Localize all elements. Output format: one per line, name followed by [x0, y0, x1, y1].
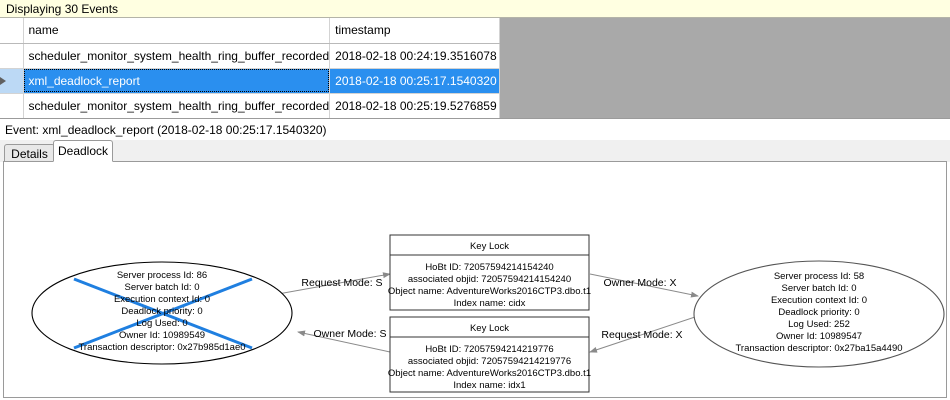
tab-panel-top-mask: [54, 160, 112, 163]
process-right-line-2: Execution context Id: 0: [771, 295, 867, 306]
events-table-header: name timestamp: [0, 18, 501, 44]
row-name-cell[interactable]: scheduler_monitor_system_health_ring_buf…: [23, 93, 331, 118]
edge-label-left-request-top: Request Mode: S: [301, 277, 382, 289]
process-right-line-3: Deadlock priority: 0: [778, 307, 859, 318]
process-left-line-0: Server process Id: 86: [117, 270, 207, 281]
column-header-name[interactable]: name: [23, 18, 331, 44]
table-row-selected[interactable]: xml_deadlock_report 2018-02-18 00:25:17.…: [0, 68, 501, 94]
row-selector-cell[interactable]: [0, 93, 24, 118]
resource-bottom-line-0: HoBt ID: 72057594214219776: [425, 344, 553, 355]
resource-top-title: Key Lock: [470, 241, 509, 252]
deadlock-graph-panel[interactable]: Request Mode: S Owner Mode: S Owner Mode…: [3, 161, 947, 398]
resource-bottom-line-3: Index name: idx1: [453, 380, 525, 391]
process-right-line-4: Log Used: 252: [788, 319, 850, 330]
resource-bottom-line-2: Object name: AdventureWorks2016CTP3.dbo.…: [388, 368, 591, 379]
row-selector-cell[interactable]: [0, 43, 24, 69]
header-row: name timestamp: [0, 18, 501, 44]
row-timestamp-cell[interactable]: 2018-02-18 00:25:17.1540320: [329, 68, 501, 94]
event-detail-header: Event: xml_deadlock_report (2018-02-18 0…: [0, 119, 950, 140]
row-selector-cell[interactable]: [0, 68, 24, 94]
resource-node-bottom[interactable]: Key Lock HoBt ID: 72057594214219776 asso…: [388, 316, 591, 393]
tab-deadlock[interactable]: Deadlock: [53, 140, 113, 162]
resource-bottom-title: Key Lock: [470, 323, 509, 334]
process-right-line-1: Server batch Id: 0: [782, 283, 857, 294]
process-left-line-3: Deadlock priority: 0: [121, 306, 202, 317]
column-header-timestamp[interactable]: timestamp: [329, 18, 501, 44]
resource-top-line-1: associated objid: 72057594214154240: [408, 274, 571, 285]
events-count-label: Displaying 30 Events: [6, 1, 119, 16]
table-row[interactable]: scheduler_monitor_system_health_ring_buf…: [0, 43, 501, 69]
resource-bottom-line-1: associated objid: 72057594214219776: [408, 356, 571, 367]
row-arrow-icon: [0, 77, 6, 86]
edge-label-left-owner-bottom: Owner Mode: S: [314, 328, 387, 340]
process-right-line-6: Transaction descriptor: 0x27ba15a4490: [735, 343, 902, 354]
event-title-label: Event: xml_deadlock_report (2018-02-18 0…: [5, 122, 327, 137]
row-timestamp-cell[interactable]: 2018-02-18 00:25:19.5276859: [329, 93, 501, 118]
edge-left-owner-bottom: Owner Mode: S: [297, 328, 391, 353]
edge-left-request-top: Request Mode: S: [277, 272, 391, 295]
process-right-line-0: Server process Id: 58: [774, 271, 864, 282]
process-left-line-5: Owner Id: 10989549: [119, 330, 205, 341]
resource-top-line-3: Index name: cidx: [454, 298, 526, 309]
process-node-right[interactable]: Server process Id: 58 Server batch Id: 0…: [693, 260, 945, 368]
deadlock-graph: Request Mode: S Owner Mode: S Owner Mode…: [31, 234, 945, 393]
row-timestamp-cell[interactable]: 2018-02-18 00:24:19.3516078: [329, 43, 501, 69]
process-node-left[interactable]: Server process Id: 86 Server batch Id: 0…: [31, 261, 293, 365]
events-grid[interactable]: name timestamp scheduler_monitor_system_…: [0, 18, 950, 119]
edge-label-right-owner-top: Owner Mode: X: [604, 277, 677, 289]
tab-details[interactable]: Details: [4, 144, 55, 162]
resource-node-top[interactable]: Key Lock HoBt ID: 72057594214154240 asso…: [388, 234, 591, 311]
process-left-line-4: Log Used: 0: [136, 318, 187, 329]
victim-cross-line-b: [73, 277, 253, 350]
table-row[interactable]: scheduler_monitor_system_health_ring_buf…: [0, 93, 501, 118]
edge-right-owner-top: Owner Mode: X: [589, 273, 699, 298]
edge-label-right-request-bottom: Request Mode: X: [601, 329, 682, 341]
column-header-selector: [0, 18, 24, 44]
row-name-cell[interactable]: scheduler_monitor_system_health_ring_buf…: [23, 43, 331, 69]
process-left-line-1: Server batch Id: 0: [125, 282, 200, 293]
process-right-line-5: Owner Id: 10989547: [776, 331, 862, 342]
row-name-cell[interactable]: xml_deadlock_report: [23, 68, 331, 94]
tab-strip: Details Deadlock: [0, 140, 950, 162]
process-left-line-6: Transaction descriptor: 0x27b985d1ae0: [78, 342, 245, 353]
process-left-line-2: Execution context Id: 0: [114, 294, 210, 305]
resource-top-line-2: Object name: AdventureWorks2016CTP3.dbo.…: [388, 286, 591, 297]
events-table: name timestamp scheduler_monitor_system_…: [0, 18, 501, 118]
resource-top-line-0: HoBt ID: 72057594214154240: [425, 262, 553, 273]
edge-right-request-bottom: Request Mode: X: [589, 313, 705, 353]
events-banner: Displaying 30 Events: [0, 0, 950, 18]
events-table-body: scheduler_monitor_system_health_ring_buf…: [0, 43, 501, 118]
